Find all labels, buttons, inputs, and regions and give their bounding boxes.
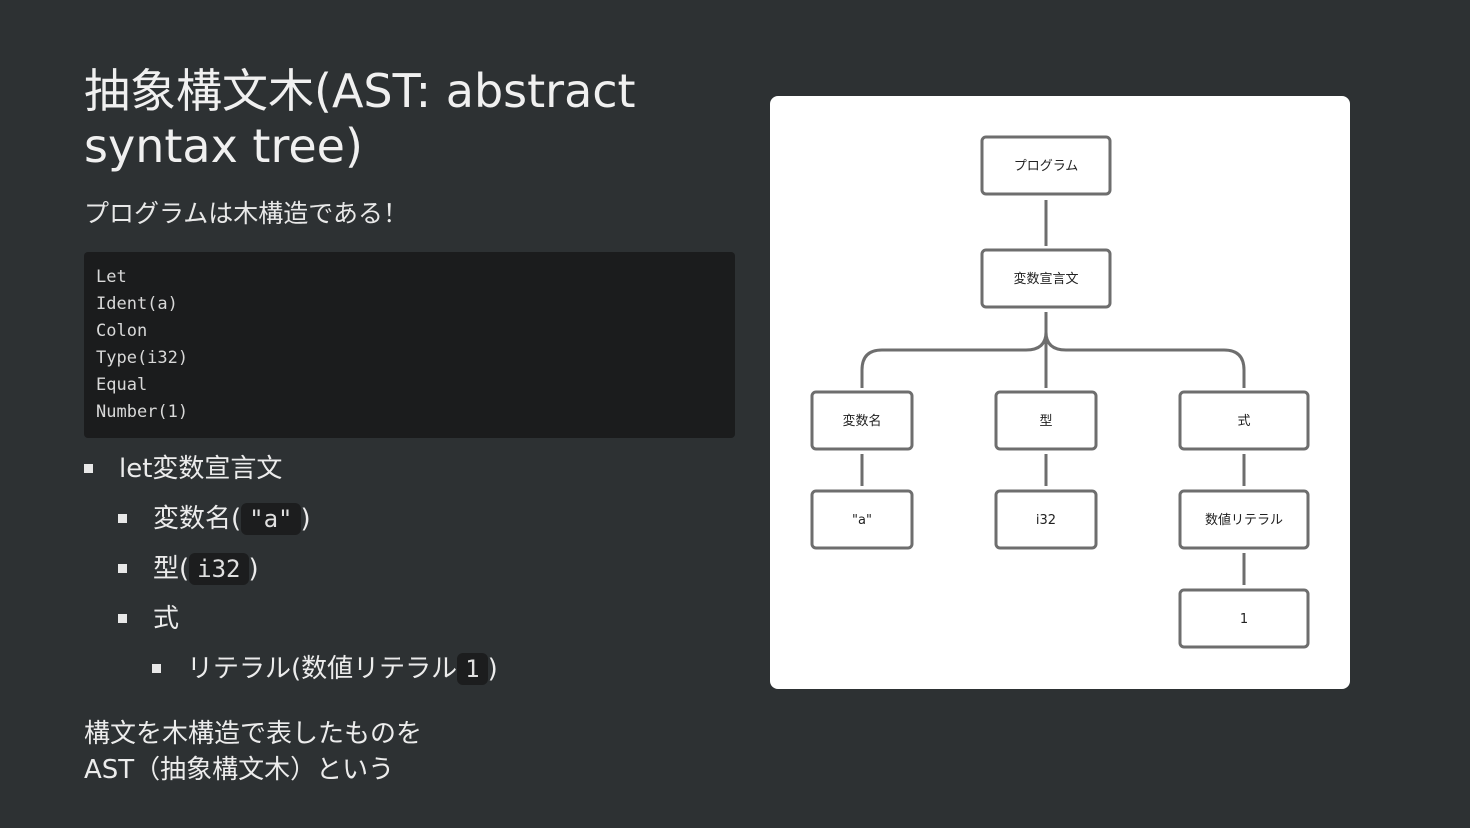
ast-diagram: プログラム 変数宣言文 変数名 型 式 "a" i32 数値リテラル	[770, 96, 1350, 689]
edge-decl-branch	[860, 312, 1246, 388]
square-bullet-icon	[118, 514, 127, 523]
square-bullet-icon	[84, 464, 93, 473]
square-bullet-icon	[118, 564, 127, 573]
list-item: let変数宣言文	[84, 452, 498, 502]
node-label: 変数名	[842, 413, 881, 429]
node-label: 式	[1237, 414, 1250, 429]
code-line: Equal	[96, 375, 148, 395]
footer-text: 構文を木構造で表したものを AST（抽象構文木）という	[84, 716, 422, 788]
list-item: 変数名("a")	[84, 502, 498, 552]
square-bullet-icon	[118, 614, 127, 623]
node-label: 1	[1240, 612, 1248, 627]
node-label: "a"	[852, 513, 872, 528]
list-item-text: )	[248, 554, 259, 584]
code-line: Type(i32)	[96, 348, 189, 368]
list-item-text: 変数名(	[153, 504, 242, 534]
node-label: プログラム	[1014, 159, 1079, 174]
node-label: i32	[1036, 513, 1056, 528]
code-line: Let	[96, 267, 127, 287]
inline-code: "a"	[241, 503, 301, 535]
list-item: 型(i32)	[84, 552, 498, 602]
node-expr: 式	[1178, 390, 1310, 451]
footer-line: AST（抽象構文木）という	[84, 755, 395, 785]
list-item-text: )	[300, 504, 311, 534]
list-item-text: let変数宣言文	[119, 454, 283, 484]
node-numeric-literal: 数値リテラル	[1178, 489, 1310, 550]
node-label: 数値リテラル	[1205, 512, 1283, 528]
node-name-value: "a"	[810, 489, 914, 550]
code-line: Ident(a)	[96, 294, 178, 314]
footer-line: 構文を木構造で表したものを	[84, 719, 423, 749]
node-literal-value: 1	[1178, 588, 1310, 649]
square-bullet-icon	[152, 664, 161, 673]
list-item-text: リテラル(数値リテラル	[187, 654, 458, 684]
token-code-block: Let Ident(a) Colon Type(i32) Equal Numbe…	[84, 252, 735, 438]
code-line: Colon	[96, 321, 148, 341]
list-item-text: )	[487, 654, 498, 684]
node-var-name: 変数名	[810, 390, 914, 451]
ast-diagram-svg: プログラム 変数宣言文 変数名 型 式 "a" i32 数値リテラル	[810, 135, 1310, 649]
node-program: プログラム	[980, 135, 1112, 196]
node-var-decl: 変数宣言文	[980, 248, 1112, 309]
inline-code: i32	[189, 553, 249, 585]
list-item-text: 型(	[153, 554, 190, 584]
code-line: Number(1)	[96, 402, 189, 422]
inline-code: 1	[457, 653, 488, 685]
node-type-value: i32	[994, 489, 1098, 550]
list-item: 式	[84, 602, 498, 652]
list-item-text: 式	[153, 604, 180, 634]
node-type: 型	[994, 390, 1098, 451]
slide-title: 抽象構文木(AST: abstract syntax tree)	[84, 64, 636, 173]
slide-subtitle: プログラムは木構造である！	[84, 199, 409, 228]
node-label: 変数宣言文	[1013, 271, 1078, 287]
node-label: 型	[1039, 414, 1052, 429]
